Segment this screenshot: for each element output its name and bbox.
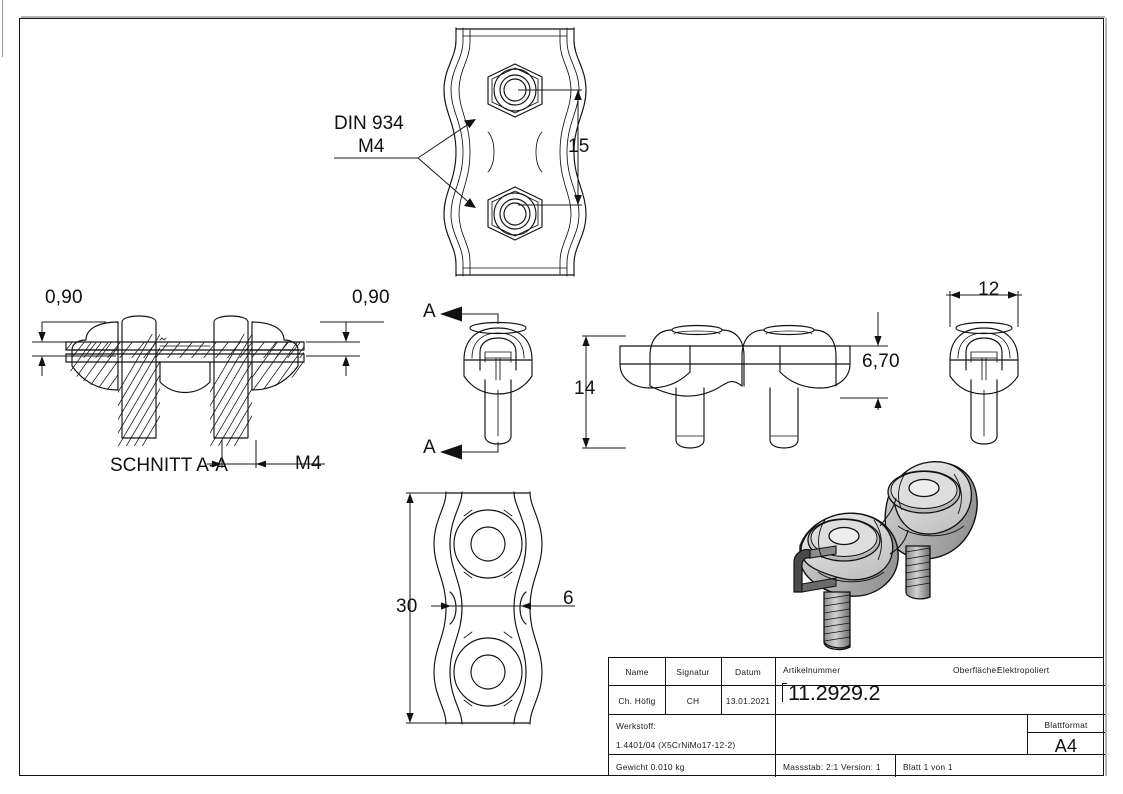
tb-value-signatur: CH (686, 696, 700, 706)
tb-vline-4 (1027, 714, 1028, 754)
tb-value-werkstoff: 1.4401/04 (X5CrNiMo17-12-2) (616, 740, 736, 750)
frame-shadow-top (21, 16, 1105, 18)
tb-hline-1 (609, 685, 1105, 686)
dimension-side-view-12 (946, 291, 1022, 327)
section-arrow-bottom (440, 442, 499, 460)
top-view-dimension-15 (518, 89, 582, 206)
tb-value-blattformat: A4 (1054, 736, 1078, 756)
artikelnummer-marker (782, 683, 787, 702)
tb-header-signatur: Signatur (676, 667, 710, 677)
dimension-front-view-height: 14 (574, 378, 596, 399)
section-aa-label: SCHNITT A-A (110, 455, 228, 476)
dimension-bottom-view-30 (406, 492, 450, 724)
tb-label-oberflaeche: Oberfläche: (953, 665, 1000, 675)
din-leader-lines (334, 119, 476, 208)
top-view-drawing (443, 27, 587, 277)
section-arrow-letter-bottom: A (423, 437, 436, 458)
tb-vline-6 (895, 754, 896, 777)
tb-hline-3 (609, 754, 1105, 755)
isometric-3d-view (793, 461, 978, 651)
tb-value-gewicht: Gewicht 0.010 kg (616, 762, 685, 772)
tb-vline-5 (775, 754, 776, 777)
frame-shadow-right (1105, 18, 1107, 776)
tb-value-blatt: Blatt 1 von 1 (903, 762, 953, 772)
tb-value-version: Version: 1 (841, 762, 881, 772)
tb-value-artikelnummer: 11.2929.2 (788, 681, 881, 705)
dimension-front-view-670 (840, 312, 888, 410)
tb-label-artikelnummer: Artikelnummer (783, 665, 841, 675)
section-arrow-top (440, 306, 499, 324)
dimension-bottom-view-6 (431, 602, 575, 610)
dimension-section-m4 (207, 440, 325, 468)
section-arrow-letter-top: A (423, 301, 436, 322)
tb-vline-2 (721, 658, 722, 714)
tb-value-oberflaeche: Elektropoliert (997, 665, 1050, 675)
tb-hline-2 (609, 714, 1105, 715)
title-block: Name Signatur Datum Ch. Höfig CH 13.01.2… (608, 657, 1105, 777)
dimension-bottom-view-waist: 6 (563, 588, 574, 609)
dimension-section-right-thickness: 0,90 (352, 287, 390, 308)
tb-value-name: Ch. Höfig (618, 696, 656, 706)
tb-label-werkstoff: Werkstoff: (616, 721, 656, 731)
sheet-left-edge (2, 0, 3, 57)
tb-header-datum: Datum (735, 667, 761, 677)
right-side-view-drawing (949, 321, 1019, 445)
tb-label-blattformat: Blattformat (1044, 720, 1088, 730)
dimension-left-090 (32, 321, 116, 376)
side-view-with-section-arrows (463, 321, 533, 445)
tb-value-datum: 13.01.2021 (725, 696, 771, 706)
tb-hline-5 (1027, 732, 1105, 733)
dimension-right-090 (306, 321, 384, 376)
dimension-section-left-thickness: 0,90 (45, 287, 83, 308)
dimension-bottom-view-length: 30 (396, 596, 418, 617)
tb-vline-1 (665, 658, 666, 714)
tb-vline-3 (775, 658, 776, 754)
dimension-front-view-plate: 6,70 (862, 351, 900, 372)
dimension-top-view-height: 15 (568, 136, 590, 157)
dimension-section-thread-label: M4 (295, 453, 322, 474)
dimension-front-view-14 (582, 335, 626, 449)
tb-header-name: Name (625, 667, 649, 677)
tb-hline-4 (1027, 714, 1105, 715)
front-view-drawing (619, 324, 851, 449)
dimension-side-view-width: 12 (978, 279, 1000, 300)
din-label-line2: M4 (358, 136, 385, 157)
tb-value-massstab: Massstab: 2:1 (783, 762, 839, 772)
drawing-frame-border (19, 18, 1104, 776)
din-label-line1: DIN 934 (334, 113, 404, 134)
